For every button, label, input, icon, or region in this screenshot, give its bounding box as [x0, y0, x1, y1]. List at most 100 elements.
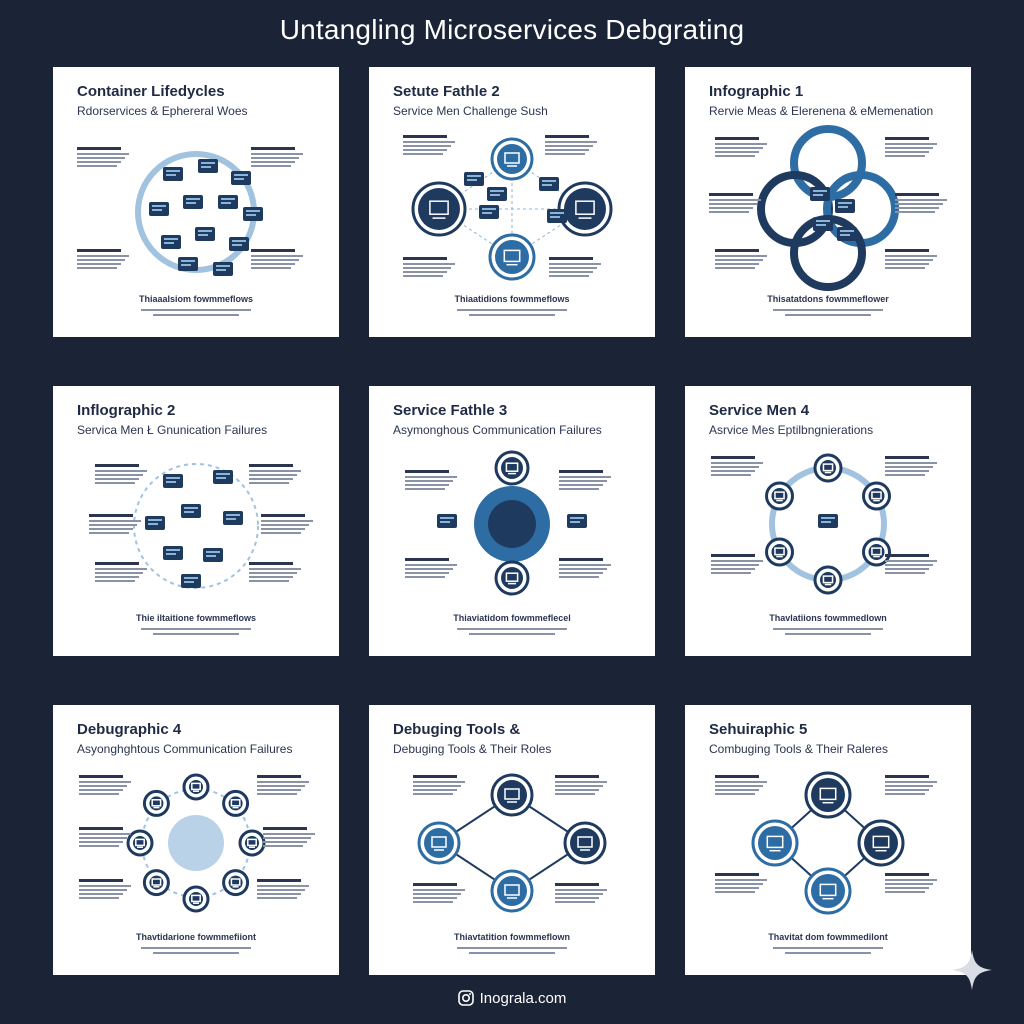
- label-text-3: [263, 827, 315, 847]
- card-subtitle: Asymonghous Communication Failures: [393, 423, 602, 437]
- caption-line: [141, 947, 251, 949]
- instagram-icon: [457, 990, 474, 1006]
- hub-node-top: [494, 450, 530, 486]
- label-text-2: [405, 558, 457, 578]
- label-text-1: [249, 464, 301, 484]
- card-caption: Thie iltaitione fowmmeflows: [135, 613, 256, 623]
- label-text-2: [413, 883, 465, 903]
- tool-node-0: [490, 773, 534, 817]
- sparkle-icon: [952, 950, 992, 990]
- caption-line: [141, 309, 251, 311]
- card-subtitle: Debuging Tools & Their Roles: [393, 742, 552, 756]
- label-text-2: [715, 873, 767, 893]
- label-text-1: [885, 137, 937, 157]
- caption-line: [153, 314, 239, 316]
- card-title: Debugraphic 4: [77, 721, 182, 738]
- card-caption: Thiaatidions fowmmeflows: [454, 294, 570, 304]
- container-icon-5: [218, 195, 238, 209]
- cycle-node-3: [813, 565, 843, 595]
- node-icon-3: [181, 504, 201, 518]
- hub-panel-left: [437, 514, 457, 528]
- label-text-4: [79, 879, 131, 899]
- container-icon-6: [243, 207, 263, 221]
- card-caption: Thiavtatition fowmmeflown: [454, 932, 570, 942]
- label-text-0: [403, 135, 455, 155]
- infographic-card-2[interactable]: Setute Fathle 2 Service Men Challenge Sus…: [369, 67, 655, 337]
- container-icon-7: [161, 235, 181, 249]
- label-text-2: [711, 554, 763, 574]
- footer-brand[interactable]: Inograla.com: [0, 990, 1024, 1007]
- infographic-card-5[interactable]: Service Fathle 3 Asymonghous Communicatio…: [369, 386, 655, 656]
- container-icon-9: [229, 237, 249, 251]
- caption-line: [153, 633, 239, 635]
- hub-node-bottom: [494, 560, 530, 596]
- label-text-3: [251, 249, 303, 269]
- infographic-diagram: [715, 771, 937, 954]
- card-title: Sehuiraphic 5: [709, 721, 808, 738]
- panel-icon-1: [479, 205, 499, 219]
- card-subtitle: Asyonghghtous Communication Failures: [77, 742, 293, 756]
- node-icon-2: [145, 516, 165, 530]
- label-text-3: [549, 257, 601, 277]
- service-node-right: [557, 181, 613, 237]
- label-text-2: [77, 249, 129, 269]
- footer-brand-text: Inograla.com: [479, 990, 567, 1007]
- tool-node-2: [857, 819, 905, 867]
- cycle-node-4: [765, 537, 795, 567]
- infographic-diagram: [77, 147, 303, 316]
- ring-0: [790, 125, 866, 201]
- tool-node-1: [417, 821, 461, 865]
- label-text-3: [885, 554, 937, 574]
- ring-icon-0: [810, 187, 830, 201]
- card-caption: Thavitat dom fowmmedilont: [768, 932, 888, 942]
- card-title: Infographic 1: [709, 83, 804, 100]
- infographic-card-8[interactable]: Debuging Tools & Debuging Tools & Their R…: [369, 705, 655, 975]
- label-text-3: [895, 193, 947, 213]
- label-text-1: [885, 456, 937, 476]
- card-title: Debuging Tools &: [393, 721, 521, 738]
- hub-panel-right: [567, 514, 587, 528]
- service-node-top: [490, 137, 534, 181]
- infographic-diagram: [89, 463, 313, 635]
- label-text-0: [95, 464, 147, 484]
- label-text-0: [715, 137, 767, 157]
- tool-node-2: [563, 821, 607, 865]
- card-subtitle: Rervie Meas & Elerenena & eMemenation: [709, 104, 934, 118]
- infographic-diagram: [405, 450, 611, 635]
- caption-line: [469, 314, 555, 316]
- label-text-3: [261, 514, 313, 534]
- infographic-card-3[interactable]: Infographic 1 Rervie Meas & Elerenena & e…: [685, 67, 971, 337]
- page-title: Untangling Microservices Debgrating: [279, 14, 745, 45]
- octo-node-3: [222, 869, 250, 897]
- container-icon-11: [213, 262, 233, 276]
- caption-line: [141, 628, 251, 630]
- caption-line: [785, 952, 871, 954]
- infographic-card-7[interactable]: Debugraphic 4 Asyonghghtous Communication…: [53, 705, 339, 975]
- label-text-3: [559, 558, 611, 578]
- card-title: Container Lifedycles: [77, 83, 225, 100]
- node-icon-1: [213, 470, 233, 484]
- label-text-5: [885, 249, 937, 269]
- label-text-0: [405, 470, 457, 490]
- panel-icon-3: [547, 209, 567, 223]
- octo-core: [168, 815, 224, 871]
- caption-line: [469, 633, 555, 635]
- panel-icon-0: [464, 172, 484, 186]
- card-subtitle: Service Men Challenge Sush: [393, 104, 548, 118]
- ring-icon-3: [837, 227, 857, 241]
- label-text-2: [403, 257, 455, 277]
- octo-node-4: [182, 885, 210, 913]
- container-icon-10: [178, 257, 198, 271]
- card-caption: Thiaviatidom fowmmeflecel: [453, 613, 571, 623]
- container-icon-8: [195, 227, 215, 241]
- card-title: Service Fathle 3: [393, 402, 508, 419]
- container-icon-1: [198, 159, 218, 173]
- tool-node-1: [751, 819, 799, 867]
- card-title: Setute Fathle 2: [393, 83, 500, 100]
- label-text-2: [79, 827, 131, 847]
- label-text-1: [559, 470, 611, 490]
